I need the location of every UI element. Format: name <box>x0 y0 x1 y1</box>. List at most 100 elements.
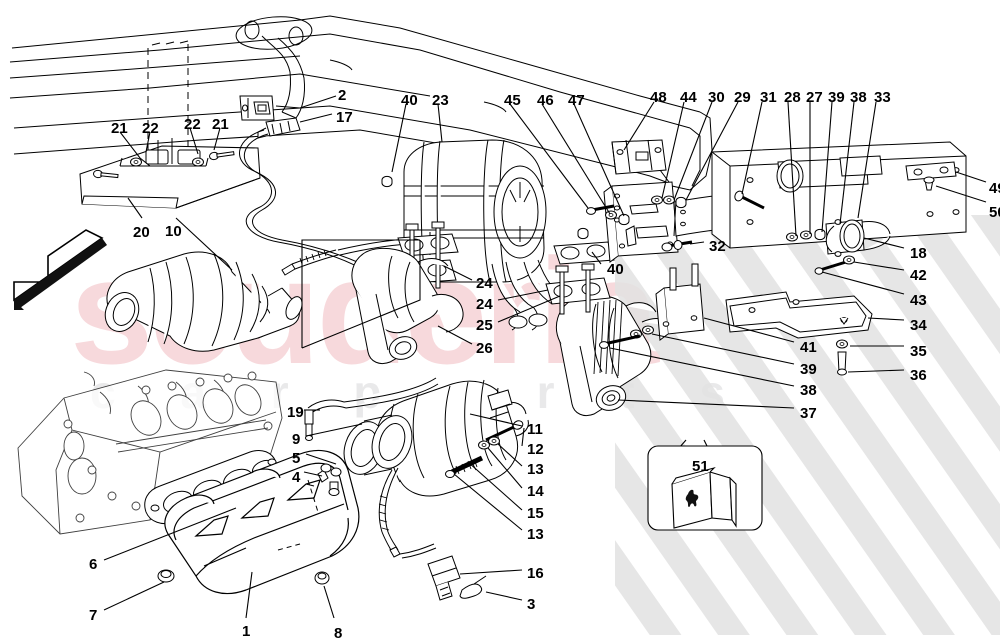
callout-32: 32 <box>709 238 726 255</box>
support-bracket-48 <box>611 139 667 175</box>
callout-49: 49 <box>989 180 1000 197</box>
exhaust-manifold-heat-shield-1 <box>164 449 360 595</box>
callout-44: 44 <box>680 89 697 106</box>
callout-38: 38 <box>800 382 817 399</box>
callout-46: 46 <box>537 92 554 109</box>
forward-direction-arrow <box>13 229 107 310</box>
callout-9: 9 <box>292 431 301 448</box>
exhaust-pipe-25 <box>351 247 449 365</box>
callout-16: 16 <box>527 565 544 582</box>
sensor-lead-16 <box>378 467 437 559</box>
background-hatch-bands <box>615 215 1000 635</box>
hidden-edge-dashes <box>147 44 189 168</box>
callout-1: 1 <box>242 623 251 639</box>
callout-6: 6 <box>89 556 98 573</box>
flange-ring-9 <box>343 414 413 476</box>
flange-gasket-right <box>545 263 611 315</box>
body-rail-assembly <box>9 15 713 191</box>
hardware-row-left <box>586 204 630 226</box>
callout-39: 39 <box>800 361 817 378</box>
callout-24: 24 <box>476 296 493 313</box>
nut-7 <box>157 569 175 583</box>
callout-8: 8 <box>334 625 343 639</box>
callout-10: 10 <box>165 223 182 240</box>
tailpipe-26 <box>431 294 464 333</box>
connector-plug-16 <box>427 555 461 601</box>
callout-13: 13 <box>527 461 544 478</box>
callout-48: 48 <box>650 89 667 106</box>
callout-43: 43 <box>910 292 927 309</box>
retaining-clip-3 <box>459 575 487 599</box>
callout-45: 45 <box>504 92 521 109</box>
callout-39: 39 <box>828 89 845 106</box>
callout-7: 7 <box>89 607 98 624</box>
callout-35: 35 <box>910 343 927 360</box>
callout-42: 42 <box>910 267 927 284</box>
lambda-sensor-19 <box>304 377 439 441</box>
screw-42-43 <box>814 255 855 275</box>
callout-22: 22 <box>184 116 201 133</box>
rear-frame-panel <box>711 141 967 249</box>
callout-24: 24 <box>476 275 493 292</box>
callout-34: 34 <box>910 317 927 334</box>
callout-40: 40 <box>401 92 418 109</box>
callout-33: 33 <box>874 89 891 106</box>
bolt-50 <box>923 176 935 191</box>
callout-47: 47 <box>568 92 585 109</box>
callout-20: 20 <box>133 224 150 241</box>
nut-8 <box>314 571 330 585</box>
callout-50: 50 <box>989 204 1000 221</box>
callout-18: 18 <box>910 245 927 262</box>
callout-30: 30 <box>708 89 725 106</box>
hardware-row-right <box>734 190 826 242</box>
nut-40-upper <box>381 175 393 188</box>
callout-25: 25 <box>476 317 493 334</box>
callout-5: 5 <box>292 450 301 467</box>
callout-51: 51 <box>692 458 709 475</box>
callout-4: 4 <box>292 469 301 486</box>
clamp-plate-49 <box>905 161 957 181</box>
callout-31: 31 <box>760 89 777 106</box>
callout-21: 21 <box>212 116 229 133</box>
nut-40-lower <box>577 227 589 240</box>
callout-14: 14 <box>527 483 544 500</box>
cylinder-head-assembly <box>17 369 283 535</box>
hardware-39-38 <box>599 325 654 349</box>
under-tray-shield-34 <box>725 291 873 339</box>
leader-lines <box>103 95 987 619</box>
kit-inset-box <box>647 445 763 531</box>
callout-2: 2 <box>338 87 347 104</box>
callout-21: 21 <box>111 120 128 137</box>
shield-hidden-edges <box>277 479 319 551</box>
callout-41: 41 <box>800 339 817 356</box>
callout-22: 22 <box>142 120 159 137</box>
connector-plug-17 <box>257 117 301 139</box>
rail-detail-ticks <box>151 40 189 46</box>
callout-27: 27 <box>806 89 823 106</box>
connector-bracket-2 <box>239 95 275 121</box>
callout-17: 17 <box>336 109 353 126</box>
callout-26: 26 <box>476 340 493 357</box>
callout-23: 23 <box>432 92 449 109</box>
callout-3: 3 <box>527 596 536 613</box>
callout-12: 12 <box>527 441 544 458</box>
callout-38: 38 <box>850 89 867 106</box>
callout-37: 37 <box>800 405 817 422</box>
washer-35-bolt-36 <box>836 339 848 376</box>
callout-40: 40 <box>607 261 624 278</box>
exhaust-clamp-18 <box>825 219 891 257</box>
callout-29: 29 <box>734 89 751 106</box>
callout-15: 15 <box>527 505 544 522</box>
callout-36: 36 <box>910 367 927 384</box>
catalytic-converter-10 <box>104 251 303 352</box>
callout-13: 13 <box>527 526 544 543</box>
heat-shield-panel-20 <box>79 138 261 209</box>
prancing-horse-icon <box>685 489 699 507</box>
callout-28: 28 <box>784 89 801 106</box>
bolt-32 <box>661 240 693 252</box>
flex-pipe-assembly-11 <box>377 379 529 497</box>
stud-nut-cluster <box>305 463 342 496</box>
callout-11: 11 <box>527 421 543 438</box>
